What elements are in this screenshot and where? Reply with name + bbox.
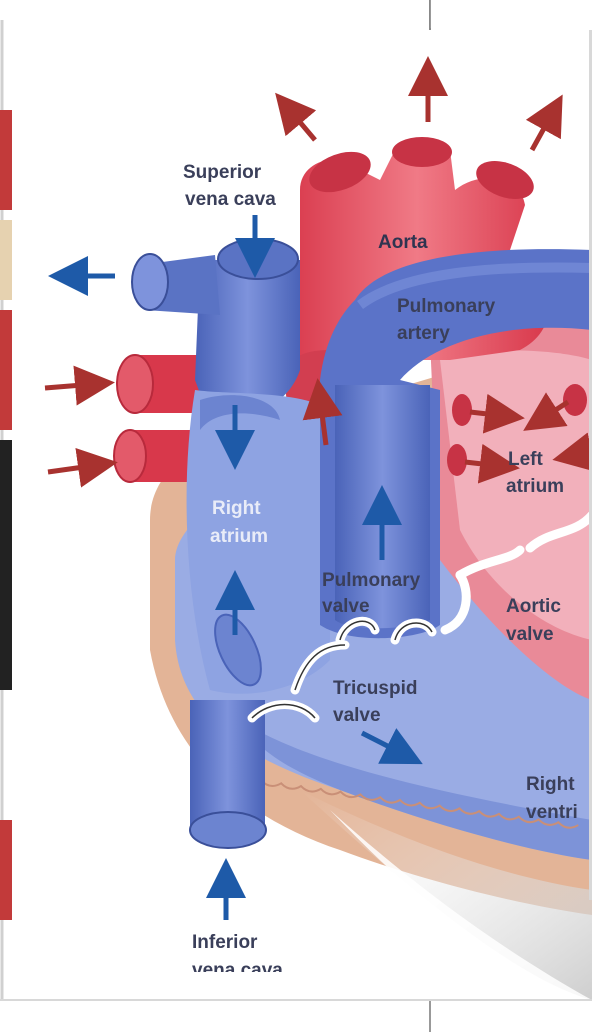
label-aorta: Aorta bbox=[378, 232, 428, 253]
brachiocephalic-opening bbox=[132, 254, 168, 310]
ivc-opening bbox=[190, 812, 266, 848]
aorta-branch-2 bbox=[392, 137, 452, 167]
label-line: artery bbox=[397, 323, 450, 344]
label-line: Pulmonary bbox=[397, 296, 496, 317]
label-line: vena cava bbox=[185, 189, 276, 210]
label-line: Left bbox=[508, 449, 544, 470]
label-line: ventri bbox=[526, 802, 578, 823]
label-line: Right bbox=[526, 774, 575, 795]
label-line: Inferior bbox=[192, 932, 258, 953]
label-line: Aortic bbox=[506, 596, 561, 617]
label-line: atrium bbox=[506, 476, 564, 497]
label-line: valve bbox=[506, 624, 554, 645]
label-line: valve bbox=[333, 705, 381, 726]
label-line: Pulmonary bbox=[322, 570, 421, 591]
label-line: Tricuspid bbox=[333, 678, 417, 699]
label-crop-mask bbox=[150, 972, 350, 1000]
label-line: valve bbox=[322, 596, 370, 617]
label-line: atrium bbox=[210, 526, 268, 547]
label-line: Superior bbox=[183, 162, 262, 183]
svc-opening bbox=[218, 239, 298, 279]
top-right-blank bbox=[430, 0, 592, 28]
label-line: Right bbox=[212, 498, 261, 519]
